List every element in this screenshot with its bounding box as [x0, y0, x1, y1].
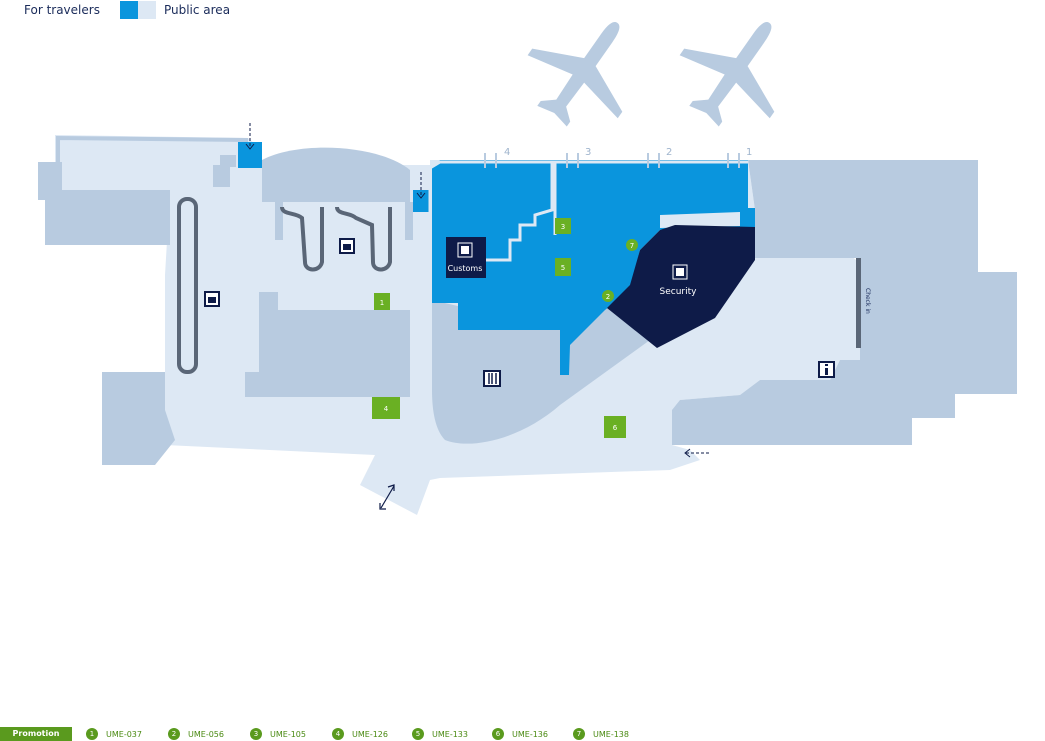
promotion-number: 4 [332, 728, 344, 740]
restaurant-icon [483, 370, 501, 387]
store-marker-5[interactable]: 5 [555, 258, 571, 276]
traveler-area-floor [413, 190, 430, 212]
promotion-code: UME-037 [106, 729, 142, 739]
promotion-item[interactable]: 5 UME-133 [412, 727, 468, 741]
promotion-item[interactable]: 3 UME-105 [250, 727, 306, 741]
svg-text:2: 2 [606, 293, 610, 301]
baggage-belt [335, 206, 392, 272]
baggage-belt [280, 206, 324, 272]
promotion-code: UME-126 [352, 729, 388, 739]
promotion-number: 6 [492, 728, 504, 740]
airplane-icon [679, 22, 775, 127]
promotion-code: UME-105 [270, 729, 306, 739]
baggage-belt [177, 197, 198, 374]
promotion-item[interactable]: 1 UME-037 [86, 727, 142, 741]
terminal-building [245, 292, 410, 397]
promotion-code: UME-138 [593, 729, 629, 739]
baggage-claim-icon [339, 238, 355, 254]
promotion-label: Promotion [0, 727, 72, 741]
entrance-arrow-icon [416, 172, 426, 199]
svg-text:5: 5 [561, 264, 565, 272]
promotion-number: 5 [412, 728, 424, 740]
promotion-item[interactable]: 4 UME-126 [332, 727, 388, 741]
terminal-building [102, 372, 175, 465]
promotion-code: UME-056 [188, 729, 224, 739]
store-marker-3[interactable]: 3 [555, 218, 571, 234]
legend-public-area-label: Public area [163, 3, 231, 17]
terminal-building [213, 165, 230, 187]
traveler-area-wall [428, 160, 554, 270]
promotion-item[interactable]: 2 UME-056 [168, 727, 224, 741]
checkin-counter [856, 258, 861, 348]
traveler-area-wall [660, 212, 740, 228]
store-marker-7[interactable]: 7 [626, 239, 638, 251]
gate-3-label: 3 [585, 147, 591, 158]
legend-public-swatch [137, 1, 156, 19]
promotion-number: 2 [168, 728, 180, 740]
entrance-arrow-icon [684, 448, 711, 458]
traveler-area-floor [238, 142, 262, 168]
promotion-number: 3 [250, 728, 262, 740]
svg-text:3: 3 [561, 223, 565, 231]
security-label: Security [660, 287, 698, 297]
svg-text:7: 7 [630, 242, 634, 250]
entrance-arrow-icon [245, 123, 255, 150]
promotion-code: UME-133 [432, 729, 468, 739]
gate-1-label: 1 [746, 147, 752, 158]
entrance-arrow-icon [379, 484, 395, 510]
baggage-claim-icon [204, 291, 220, 307]
customs-icon [457, 242, 473, 258]
promotion-legend: Promotion 1 UME-037 2 UME-056 3 UME-105 … [0, 727, 1045, 741]
promotion-number: 7 [573, 728, 585, 740]
store-marker-2[interactable]: 2 [602, 290, 614, 302]
customs-label: Customs [448, 264, 483, 273]
promotion-number: 1 [86, 728, 98, 740]
gate-2-label: 2 [666, 147, 672, 158]
map-legend: For travelers Public area [0, 0, 230, 20]
security-icon [672, 264, 688, 280]
security-zone [607, 225, 755, 348]
terminal-building [405, 202, 413, 240]
store-marker-6[interactable]: 6 [604, 416, 626, 438]
promotion-item[interactable]: 6 UME-136 [492, 727, 548, 741]
traveler-area-floor [432, 160, 755, 375]
store-marker-4[interactable]: 4 [372, 397, 400, 419]
legend-for-travelers-label: For travelers [24, 3, 100, 17]
promotion-code: UME-136 [512, 729, 548, 739]
checkin-label: Check in [864, 288, 871, 314]
terminal-wall [56, 135, 249, 162]
terminal-building [275, 202, 283, 240]
terminal-building [262, 147, 410, 202]
terminal-building [672, 160, 1017, 445]
legend-traveler-swatch [119, 1, 138, 19]
store-marker-1[interactable]: 1 [374, 293, 390, 310]
promotion-item[interactable]: 7 UME-138 [573, 727, 629, 741]
gate-4-label: 4 [504, 147, 510, 158]
svg-text:6: 6 [613, 424, 618, 432]
gate-markers [484, 153, 740, 168]
airplane-icon [527, 22, 623, 127]
svg-text:4: 4 [384, 405, 389, 413]
terminal-building [38, 162, 170, 245]
information-icon [818, 361, 835, 378]
terminal-building [220, 155, 236, 167]
svg-text:1: 1 [380, 299, 384, 307]
